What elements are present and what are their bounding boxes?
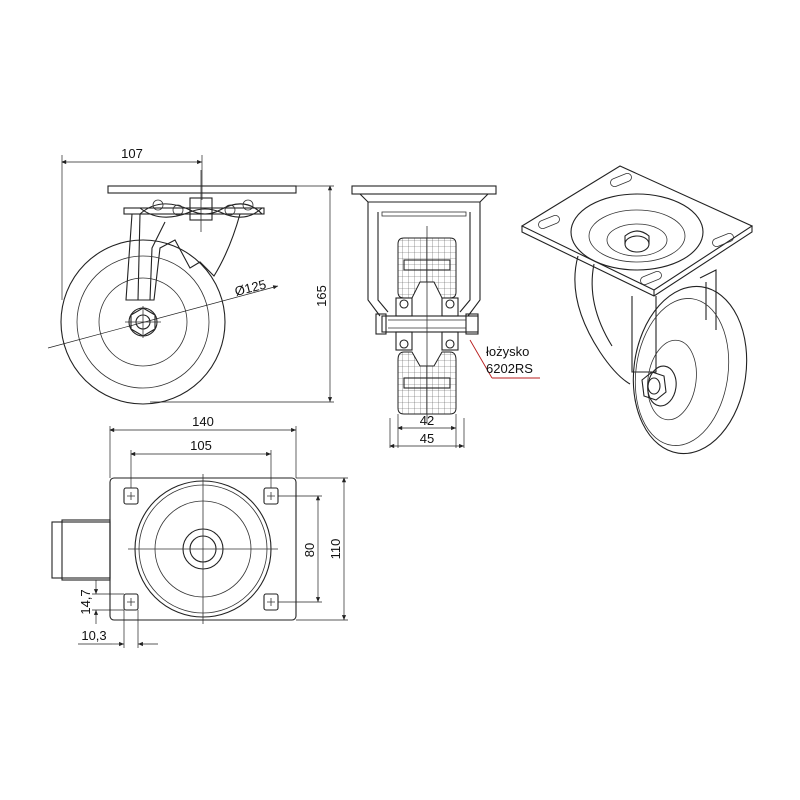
dim-10-3-label: 10,3 bbox=[81, 628, 106, 643]
isometric-view bbox=[520, 165, 754, 455]
dim-140-label: 140 bbox=[192, 414, 214, 429]
dim-80-label: 80 bbox=[302, 543, 317, 557]
dim-diameter-label: Ø125 bbox=[233, 277, 267, 299]
dim-110-label: 110 bbox=[328, 539, 343, 560]
dim-14-7-label: 14,7 bbox=[78, 589, 93, 614]
top-view: 140 105 80 bbox=[51, 414, 348, 648]
wheel-outer-side bbox=[60, 239, 226, 405]
bearing-label-line1: łożysko bbox=[486, 344, 529, 359]
front-view: łożysko 6202RS 42 45 bbox=[351, 185, 540, 449]
dim-42-label: 42 bbox=[420, 413, 434, 428]
bearing-label-line2: 6202RS bbox=[486, 361, 533, 376]
side-view: 107 165 Ø125 bbox=[47, 146, 334, 405]
dim-165-label: 165 bbox=[314, 285, 329, 307]
top-plate-side bbox=[107, 185, 297, 194]
dim-45-label: 45 bbox=[420, 431, 434, 446]
dim-105-label: 105 bbox=[190, 438, 212, 453]
dim-107-label: 107 bbox=[121, 146, 143, 161]
